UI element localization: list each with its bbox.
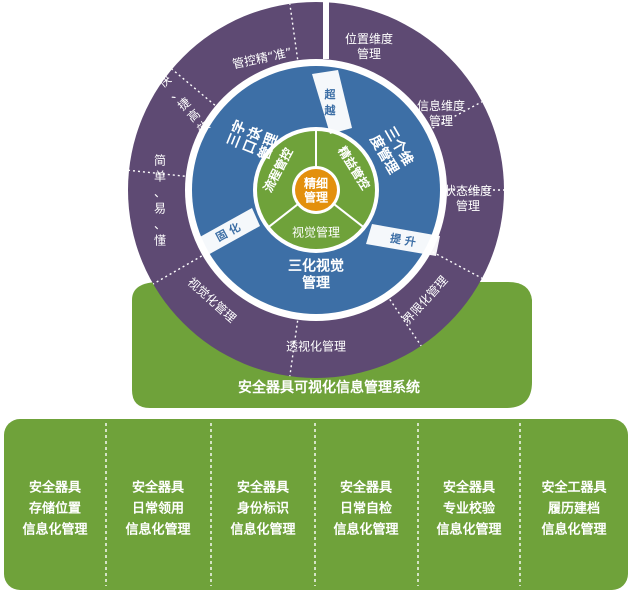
outer-segment-label: 简单、易、懂 [154,153,166,247]
outer-segment-label-text: 管理 [357,46,381,61]
module-card-label-text: 安全器具 [237,480,289,496]
inner-ring-label-text: 视觉管理 [292,224,340,239]
outer-segment-label-text: 管理 [429,113,453,128]
outer-segment-label-text: 、 [154,185,166,199]
module-card-label-text: 信息化管理 [333,522,398,538]
outer-ring-dividers [128,2,504,377]
system-title: 安全器具可视化信息管理系统 [238,379,420,396]
outer-segment-label-text: 管理 [456,198,480,213]
module-strip [4,419,628,590]
middle-ring-title-text: 管理 [302,275,330,292]
connector-label: 超越 [324,87,337,117]
outer-segment-label-text: 状态维度 [444,183,492,198]
connector-label-text: 提 升 [389,231,417,249]
module-card-label-text: 安全器具 [132,480,184,496]
module-card-label-text: 身份标识 [237,501,289,517]
outer-ring-divider [128,169,185,177]
outer-ring-divider [289,320,299,377]
connector-label-text: 超 [324,87,337,101]
module-card-label-text: 日常领用 [132,501,184,517]
module-card-label-text: 履历建档 [548,501,600,517]
module-card-label-text: 信息化管理 [436,522,501,538]
outer-segment-label-text: 懂 [154,233,166,247]
connector-top [312,70,352,134]
module-strip-bg [4,419,628,590]
inner-ring-divider [268,202,300,228]
module-card-label-text: 日常自检 [340,501,392,517]
outer-ring-divider [432,101,483,129]
middle-ring-title-text: 三化视觉 [288,258,344,275]
outer-segment-label-text: 信息维度 [417,98,465,113]
module-card-label-text: 信息化管理 [22,522,87,538]
outer-segment-label-text: 、 [154,217,166,231]
outer-segment-label-text: 简 [154,153,166,167]
module-card-label-text: 安全器具 [340,480,392,496]
inner-ring-label: 视觉管理 [292,224,340,239]
outer-segment-label-text: 易 [154,201,166,215]
module-card-label-text: 信息化管理 [125,522,190,538]
connector-label: 提 升 [389,231,417,249]
outer-ring-divider [432,251,483,279]
core-label-text: 精细 [304,175,328,190]
outer-ring-divider [389,299,422,347]
module-card-label-text: 信息化管理 [541,522,606,538]
module-card-label-text: 安全器具 [443,480,495,496]
module-card-label-text: 安全器具 [29,480,81,496]
connector-right [366,224,440,256]
module-card-label-text: 安全工器具 [541,480,606,496]
inner-ring-dividers [268,130,364,228]
module-card-label-text: 存储位置 [29,501,81,517]
connector-left [198,208,260,256]
core [295,169,337,211]
outer-ring-divider [152,255,203,285]
outer-ring-divider [289,3,299,60]
module-card-label-text: 信息化管理 [230,522,295,538]
core-label-text: 管理 [304,189,328,204]
outer-segment-label-text: 单 [154,169,166,183]
inner-ring-divider [332,202,364,228]
connector-label-text: 越 [324,103,337,117]
module-card-label-text: 专业校验 [443,501,496,517]
outer-segment-label-text: 透视化管理 [286,338,346,353]
outer-ring-divider [171,68,216,106]
outer-segment-label-text: 位置维度 [345,31,393,46]
outer-segment-label: 透视化管理 [286,338,346,353]
wheel [128,2,504,378]
